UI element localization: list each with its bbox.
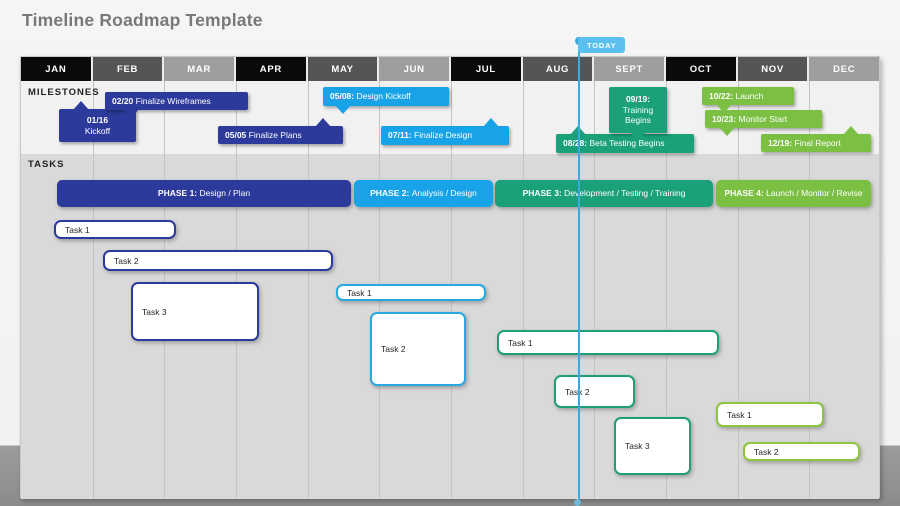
task-box-p2-task2[interactable]: Task 2 [370,312,466,386]
phase-text: Launch / Monitor / Revise [766,187,863,198]
task-label: Task 3 [625,441,650,451]
milestone-date: 05/08: [330,91,355,102]
callout-tail [716,104,732,113]
today-badge[interactable]: TODAY [578,37,626,53]
month-cell-mar[interactable]: MAR [164,57,237,81]
milestone-10-22-launch[interactable]: 10/22: Launch [702,87,794,113]
callout-tail [843,126,859,135]
callout-tail [123,109,139,118]
task-box-p3-task1[interactable]: Task 1 [497,330,719,355]
phase-name: PHASE 3: [522,187,562,198]
task-label: Task 1 [508,337,533,348]
today-marker-end-dot [574,499,581,506]
phase-text: Analysis / Design [411,187,477,198]
month-cell-nov[interactable]: NOV [737,57,810,81]
month-cell-dec[interactable]: DEC [809,57,880,81]
milestone-date: 10/22: [709,90,734,101]
gridline [522,81,524,499]
milestone-text: Final Report [794,137,841,148]
milestone-date: 05/05 [225,129,247,140]
month-cell-feb[interactable]: FEB [92,57,165,81]
task-box-p1-task2[interactable]: Task 2 [103,250,333,271]
phase-text: Design / Plan [199,187,251,198]
month-cell-jul[interactable]: JUL [451,57,523,81]
gridline [307,81,309,499]
gridline [594,81,596,499]
phase-text: Development / Testing / Training [564,187,686,198]
milestone-text: Beta Testing Begins [589,138,665,149]
milestone-date: 01/16 [86,114,109,125]
gridline [92,81,94,499]
task-label: Task 2 [565,386,590,397]
gridline [809,81,811,499]
task-box-p3-task2[interactable]: Task 2 [554,375,635,408]
today-marker-line [578,40,580,505]
milestone-date: 12/19: [768,137,793,148]
milestone-05-05-finalize-plans[interactable]: 05/05 Finalize Plans [218,118,343,144]
phase-name: PHASE 1: [157,187,198,198]
month-cell-may[interactable]: MAY [307,57,380,81]
month-cell-jan[interactable]: JAN [21,57,93,81]
phase-name: PHASE 2: [370,187,410,198]
task-box-p2-task1[interactable]: Task 1 [336,284,486,301]
milestone-date: 10/23: [712,113,737,124]
page-title: Timeline Roadmap Template [22,10,263,30]
phase-bar-1[interactable]: PHASE 1: Design / Plan [57,180,351,207]
milestone-text: Kickoff [84,125,111,136]
task-label: Task 2 [114,255,139,266]
milestone-10-23-monitor-start[interactable]: 10/23: Monitor Start [705,110,822,136]
milestones-label: MILESTONES [28,87,100,98]
task-label: Task 2 [381,344,406,354]
task-box-p3-task3[interactable]: Task 3 [614,417,691,475]
task-label: Task 3 [142,306,167,317]
milestone-date: 07/11: [388,130,412,141]
task-box-p4-task2[interactable]: Task 2 [743,442,860,461]
callout-tail [73,101,89,110]
milestone-date: 09/19: [625,93,651,104]
milestone-text: Training Begins [622,104,654,126]
milestone-text: Finalize Plans [248,129,302,140]
callout-tail [719,127,735,136]
milestone-02-20-finalize-wireframes[interactable]: 02/20 Finalize Wireframes [105,92,248,118]
task-label: Task 1 [65,224,90,235]
milestone-08-28-beta-testing-begins[interactable]: 08/28: Beta Testing Begins [556,126,694,153]
milestone-date: 02/20 [112,95,134,106]
timeline-chart: JAN FEB MAR APR MAY JUN JUL AUG SEPT OCT… [20,56,880,499]
milestone-05-08-design-kickoff[interactable]: 05/08: Design Kickoff [323,87,449,114]
phase-bar-4[interactable]: PHASE 4: Launch / Monitor / Revise [716,180,871,207]
task-box-p1-task3[interactable]: Task 3 [131,282,259,341]
task-box-p1-task1[interactable]: Task 1 [54,220,176,239]
milestone-date: 08/28: [563,138,588,149]
gridline [666,81,667,499]
milestone-text: Monitor Start [738,113,788,124]
month-cell-sept[interactable]: SEPT [594,57,667,81]
task-label: Task 2 [754,446,779,457]
phase-name: PHASE 4: [724,187,764,198]
gridline [737,81,739,499]
phase-bar-2[interactable]: PHASE 2: Analysis / Design [354,180,493,207]
milestone-text: Design Kickoff [356,91,411,102]
milestone-07-11-finalize-design[interactable]: 07/11: Finalize Design [381,118,509,145]
phase-bar-3[interactable]: PHASE 3: Development / Testing / Trainin… [495,180,713,207]
task-label: Task 1 [727,409,752,420]
month-cell-aug[interactable]: AUG [522,57,595,81]
month-cell-apr[interactable]: APR [236,57,308,81]
milestone-text: Finalize Design [414,130,473,141]
task-box-p4-task1[interactable]: Task 1 [716,402,824,427]
milestone-12-19-final-report[interactable]: 12/19: Final Report [761,126,871,152]
month-cell-oct[interactable]: OCT [666,57,738,81]
milestone-09-19-training-begins[interactable]: 09/19: Training Begins [609,87,667,141]
tasks-label: TASKS [28,159,65,170]
month-header-row: JAN FEB MAR APR MAY JUN JUL AUG SEPT OCT… [21,57,880,81]
callout-tail [630,132,646,141]
month-cell-jun[interactable]: JUN [379,57,452,81]
callout-tail [483,118,499,127]
task-label: Task 1 [347,287,372,298]
milestone-text: Finalize Wireframes [135,95,211,106]
callout-tail [335,105,351,114]
milestone-text: Launch [735,90,764,101]
callout-tail [315,118,331,127]
